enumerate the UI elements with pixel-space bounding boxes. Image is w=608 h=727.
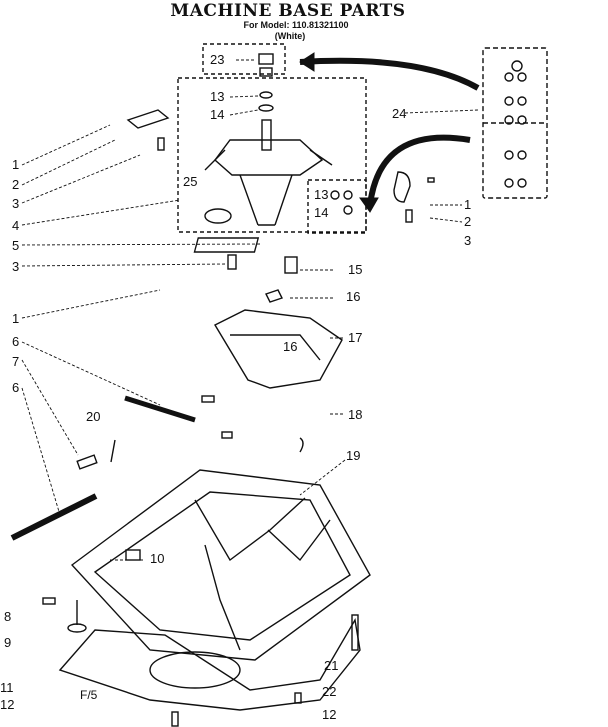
clip-part-left: [126, 109, 170, 129]
callout-2: 2: [12, 177, 20, 192]
callout-10: 10: [150, 551, 165, 566]
callout-20: 20: [86, 409, 101, 424]
callout-3-second: 3: [12, 259, 20, 274]
clip-part-1: [393, 171, 411, 203]
callout-14-lower: 14: [314, 205, 329, 220]
footer-mark: F/5: [80, 688, 98, 702]
arrow-lower: [367, 134, 471, 206]
callout-3-right: 3: [464, 233, 472, 248]
model-number: For Model: 110.81321100: [243, 20, 349, 30]
callout-18: 18: [348, 407, 363, 422]
callout-17: 17: [348, 330, 363, 345]
page-title: MACHINE BASE PARTS: [170, 1, 406, 21]
callout-12-second: 12: [322, 707, 337, 722]
transmission-assembly: [204, 53, 353, 226]
callout-9: 9: [4, 635, 12, 650]
callout-6-second: 6: [12, 380, 20, 395]
callout-21: 21: [324, 658, 339, 673]
callout-23: 23: [210, 52, 225, 67]
callout-2-right: 2: [464, 214, 472, 229]
callout-11: 11: [0, 680, 14, 695]
callout-13-lower: 13: [314, 187, 329, 202]
callout-5: 5: [12, 238, 20, 253]
callout-13: 13: [210, 89, 225, 104]
callout-19: 19: [346, 448, 361, 463]
arrow-24: [299, 57, 480, 91]
callout-24: 24: [392, 106, 407, 121]
callout-1-right: 1: [464, 197, 472, 212]
callout-1: 1: [12, 157, 20, 172]
callout-22: 22: [322, 684, 337, 699]
callout-12: 12: [0, 697, 15, 712]
bracket-5: [193, 237, 260, 253]
strap-6: [10, 493, 98, 541]
callout-14: 14: [210, 107, 225, 122]
rod-6: [124, 395, 196, 423]
callout-6: 6: [12, 334, 20, 349]
base-frame: [58, 469, 371, 711]
callout-15: 15: [348, 262, 363, 277]
callout-4: 4: [12, 218, 20, 233]
pump-plate-17: [214, 309, 343, 389]
callout-1-second: 1: [12, 311, 20, 326]
callout-25: 25: [183, 174, 198, 189]
callout-8: 8: [4, 609, 12, 624]
callout-7: 7: [12, 354, 20, 369]
control-dial-inset: [482, 47, 548, 199]
dial-markings: [504, 60, 527, 188]
callout-16-second: 16: [283, 339, 298, 354]
leveling-leg: [67, 623, 87, 633]
variant-label: (White): [274, 31, 306, 41]
callout-3: 3: [12, 196, 20, 211]
callout-16: 16: [346, 289, 361, 304]
